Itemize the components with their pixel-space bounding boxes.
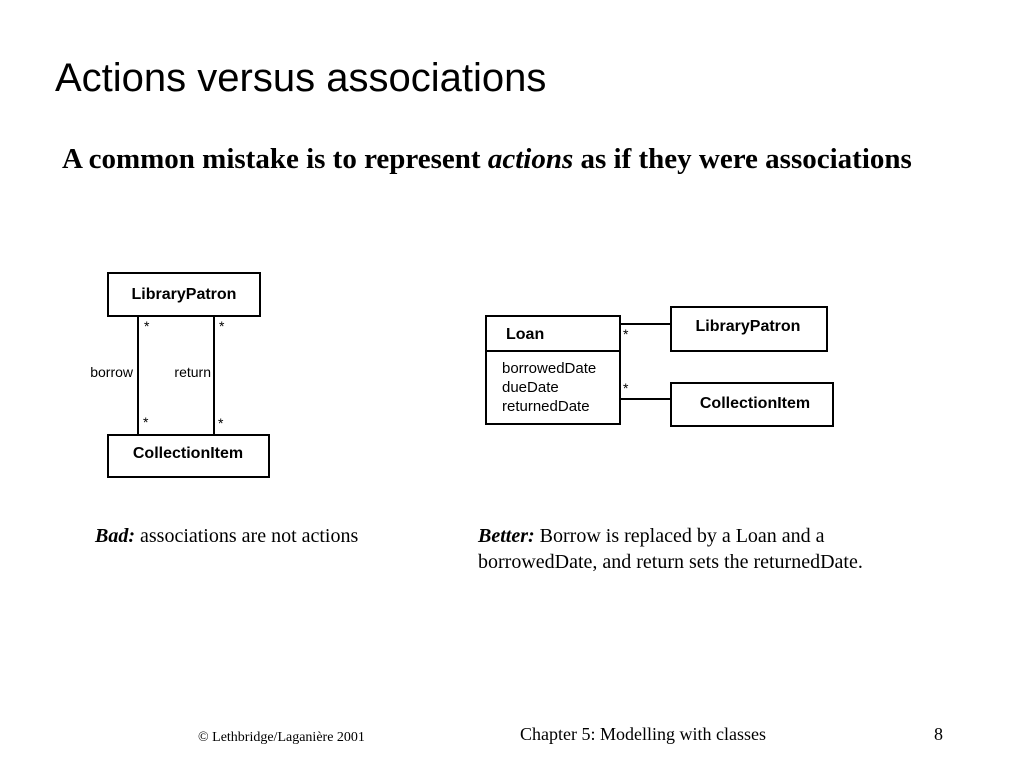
library-patron-box-bad <box>107 272 261 317</box>
better-caption-label: Better: <box>478 525 535 547</box>
multiplicity-return-bottom: * <box>218 415 224 431</box>
better-caption-text: Borrow is replaced by a Loan and a borro… <box>478 525 863 573</box>
loan-attribute-borrowed-date: borrowedDate <box>502 360 596 377</box>
bad-caption-text: associations are not actions <box>135 525 359 547</box>
loan-box <box>485 315 621 425</box>
library-patron-label-better: LibraryPatron <box>696 318 801 335</box>
library-patron-box-better <box>670 306 828 352</box>
multiplicity-return-top: * <box>219 318 225 334</box>
collection-item-box-better <box>670 382 834 427</box>
multiplicity-loan-patron: * <box>623 326 629 342</box>
subtitle-emphasis: actions <box>487 143 574 175</box>
bad-caption: Bad: associations are not actions <box>95 523 358 549</box>
footer-chapter: Chapter 5: Modelling with classes <box>520 724 766 744</box>
footer-copyright: © Lethbridge/Laganière 2001 <box>198 730 365 745</box>
loan-attribute-returned-date: returnedDate <box>502 398 590 415</box>
subtitle-start: A common mistake is to represent <box>62 143 488 175</box>
collection-item-label-better: CollectionItem <box>700 395 810 412</box>
better-diagram <box>485 306 834 427</box>
footer-page-number: 8 <box>934 724 943 744</box>
multiplicity-borrow-bottom: * <box>143 414 149 430</box>
subtitle-end: as if they were associations <box>573 143 912 175</box>
multiplicity-borrow-top: * <box>144 318 150 334</box>
slide-subtitle: A common mistake is to represent actions… <box>62 140 942 179</box>
loan-class-label: Loan <box>506 326 544 343</box>
slide-title: Actions versus associations <box>55 56 547 100</box>
borrow-label: borrow <box>90 364 134 380</box>
loan-attribute-due-date: dueDate <box>502 379 559 396</box>
collection-item-label-bad: CollectionItem <box>133 445 243 462</box>
return-label: return <box>174 364 211 380</box>
collection-item-box-bad <box>107 434 270 478</box>
bad-diagram <box>107 272 270 478</box>
library-patron-label-bad: LibraryPatron <box>132 286 237 303</box>
bad-caption-label: Bad: <box>95 525 135 547</box>
better-caption: Better: Borrow is replaced by a Loan and… <box>478 523 948 575</box>
multiplicity-loan-item: * <box>623 380 629 396</box>
